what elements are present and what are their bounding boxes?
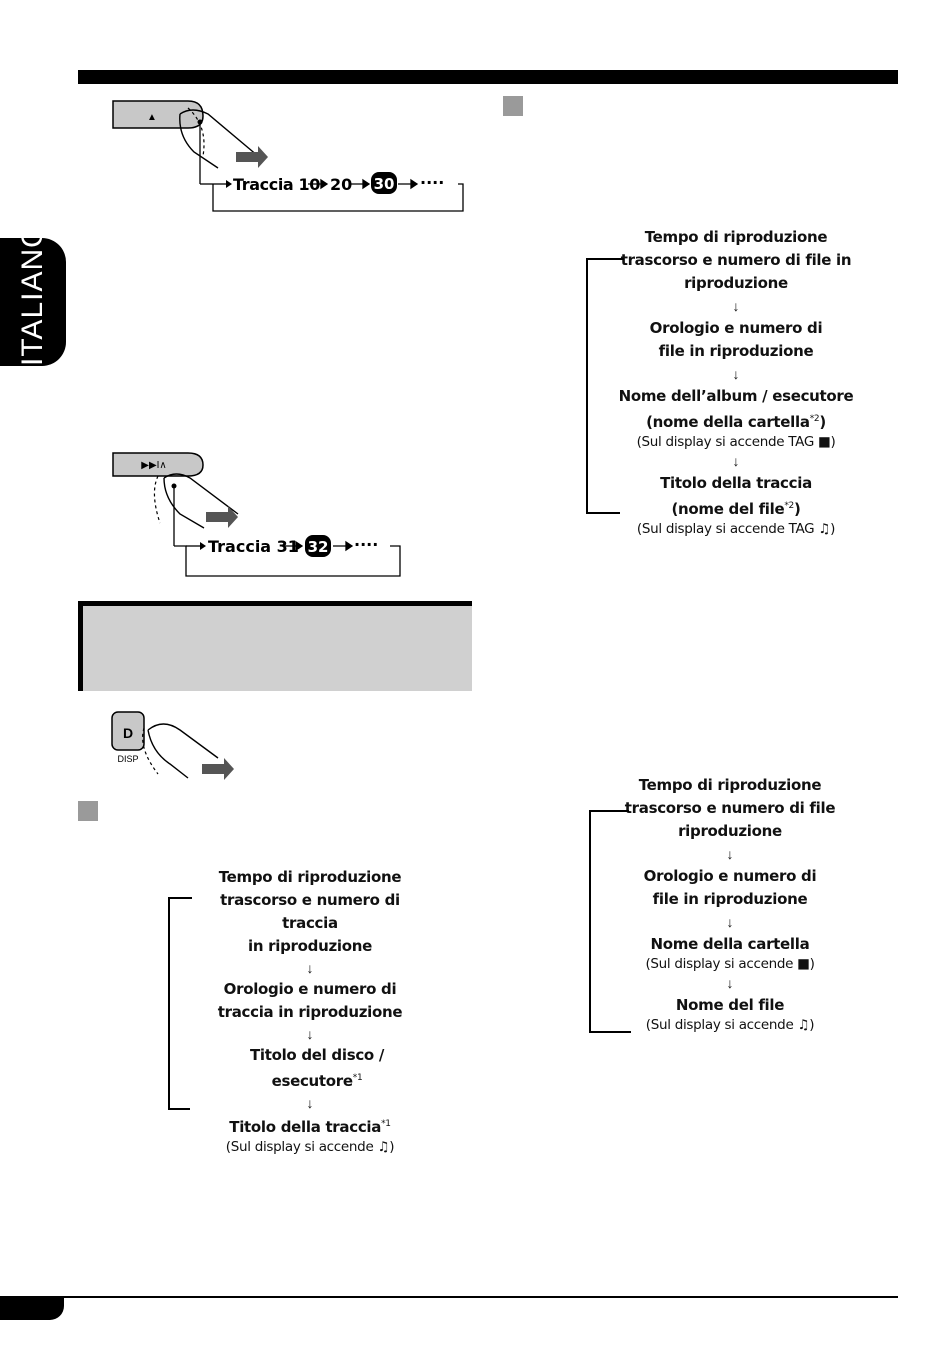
skip-back-illustration: ▲ Traccia 10 20 30 ····: [112, 100, 464, 212]
page-number-tab: [0, 1296, 64, 1320]
flow-arrow-icon: ↓: [306, 1026, 314, 1042]
flow-step-4: Titolo della traccia*1: [229, 1118, 391, 1136]
flow-step-3-note: (Sul display si accende TAG ■): [636, 434, 836, 450]
sequence-label: Traccia 31: [208, 537, 299, 556]
flow-step-4-note: (Sul display si accende ♫): [645, 1017, 815, 1033]
footer-rule: [0, 1296, 898, 1298]
flow-arrow-icon: ↓: [732, 453, 740, 469]
flow-step-1: Tempo di riproduzione trascorso e numero…: [624, 776, 836, 840]
flow-arrow-icon: ↓: [726, 914, 734, 930]
section-marker-icon: [78, 801, 98, 821]
flow-arrow-icon: ↓: [732, 298, 740, 314]
disp-button-label: DISP: [117, 754, 138, 764]
sequence-label: Traccia 10: [233, 175, 320, 194]
flow-step-2: Orologio e numero di traccia in riproduz…: [217, 980, 403, 1021]
flow-step-2: Orologio e numero di file in riproduzion…: [643, 867, 817, 908]
disp-button-letter: D: [123, 725, 133, 741]
flow-step-1: Tempo di riproduzione trascorso e numero…: [620, 228, 852, 292]
flow-step-3: Nome dell’album / esecutore (nome della …: [618, 387, 854, 431]
flow-step-4-note: (Sul display si accende ♫): [225, 1139, 395, 1155]
flow-arrow-icon: ↓: [732, 366, 740, 382]
sequence-current-item: 30: [374, 175, 395, 193]
flow-cd: Tempo di riproduzione trascorso e numero…: [190, 866, 430, 1155]
sequence-more: ····: [354, 535, 378, 554]
skip-next-icon: ▶▶I∧: [141, 460, 166, 471]
disp-button-illustration: D DISP: [111, 711, 234, 780]
sequence-current-item: 32: [308, 538, 329, 556]
skip-forward-illustration: ▶▶I∧ Traccia 31 32 ····: [112, 452, 401, 577]
sequence-more: ····: [420, 173, 444, 192]
flow-arrow-icon: ↓: [306, 1095, 314, 1111]
section-header-box: [78, 601, 472, 691]
flow-step-2: Orologio e numero di file in riproduzion…: [649, 319, 823, 360]
header-bar: [78, 70, 898, 84]
eject-arrow-icon: ▲: [147, 112, 157, 123]
flow-step-4: Nome del file: [675, 996, 785, 1014]
flow-step-3: Titolo del disco / esecutore*1: [249, 1046, 385, 1090]
flow-arrow-icon: ↓: [726, 975, 734, 991]
flow-wma: Tempo di riproduzione trascorso e numero…: [610, 774, 850, 1033]
language-tab: ITALIANO: [0, 223, 66, 366]
flow-step-4-note: (Sul display si accende TAG ♫): [636, 521, 836, 537]
section-marker-icon: [503, 96, 523, 116]
flow-arrow-icon: ↓: [306, 960, 314, 976]
flow-step-3-note: (Sul display si accende ■): [645, 956, 815, 972]
language-tab-label: ITALIANO: [16, 223, 49, 366]
sequence-item: 20: [330, 175, 352, 194]
flow-arrow-icon: ↓: [726, 846, 734, 862]
flow-step-3: Nome della cartella: [650, 935, 810, 953]
flow-mp3: Tempo di riproduzione trascorso e numero…: [616, 226, 856, 537]
flow-step-4: Titolo della traccia (nome del file*2): [660, 474, 812, 518]
flow-step-1: Tempo di riproduzione trascorso e numero…: [218, 868, 402, 955]
